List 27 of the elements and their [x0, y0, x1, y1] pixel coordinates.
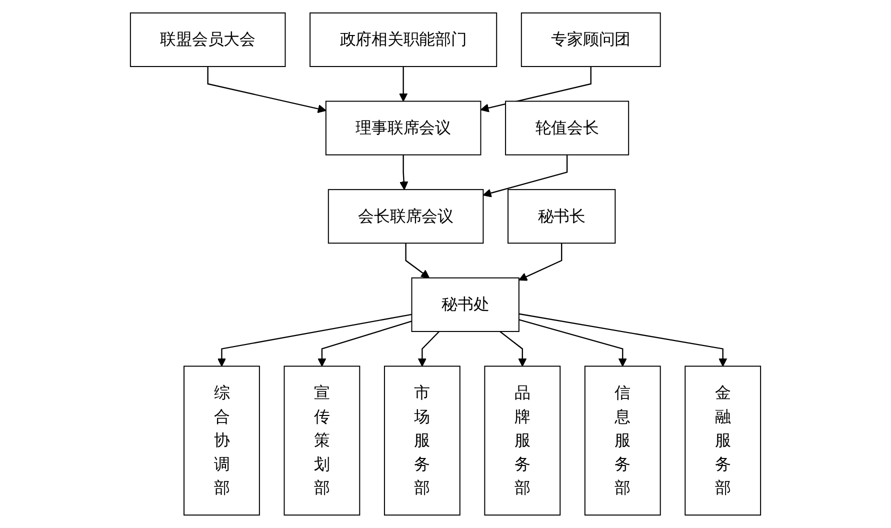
arrow [207, 66, 326, 114]
node-box: 理事联席会议 [325, 100, 482, 156]
node-box: 金融服务部 [684, 366, 762, 516]
arrow [518, 243, 562, 281]
arrow [418, 331, 440, 367]
node-box: 联盟会员大会 [130, 12, 286, 68]
node-box: 秘书处 [411, 277, 520, 332]
arrow [400, 154, 408, 190]
node-box: 综合协调部 [184, 366, 260, 516]
node-box: 秘书长 [508, 189, 616, 244]
node-box: 政府相关职能部门 [310, 12, 498, 68]
node-box: 宣传策划部 [284, 366, 360, 516]
arrow [217, 314, 412, 367]
arrow [405, 243, 430, 278]
node-box: 品牌服务部 [484, 366, 561, 516]
node-box: 会长联席会议 [328, 189, 484, 244]
arrow [482, 154, 568, 198]
node-box: 市场服务部 [384, 366, 460, 516]
node-box: 信息服务部 [584, 366, 661, 516]
node-box: 轮值会长 [505, 100, 630, 156]
node-box: 专家顾问团 [520, 12, 661, 68]
arrow [518, 313, 728, 367]
arrow [518, 319, 627, 367]
arrow [398, 66, 408, 102]
arrow [318, 320, 412, 367]
arrow [480, 66, 592, 112]
arrow [500, 331, 527, 367]
